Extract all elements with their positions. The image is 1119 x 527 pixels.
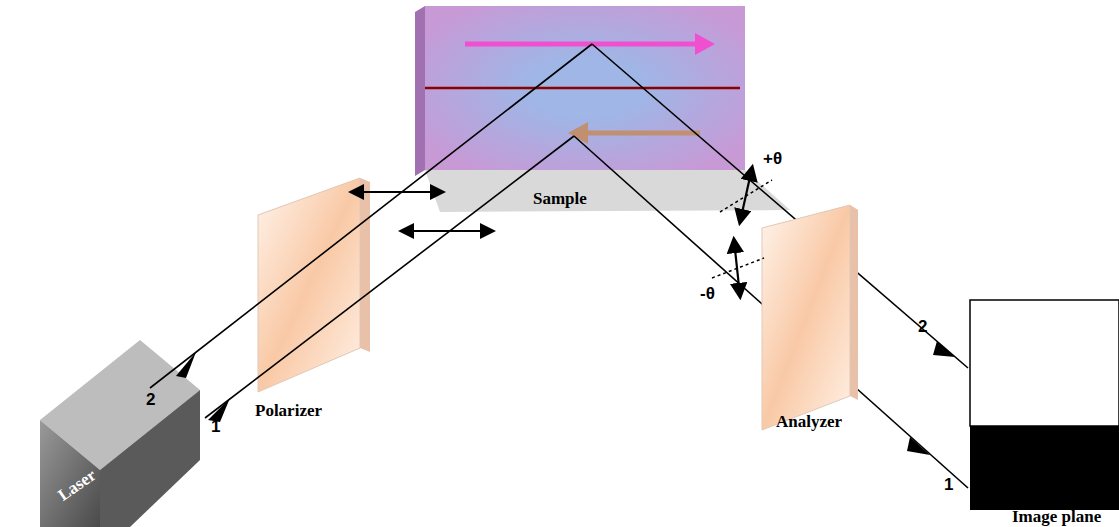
callout-number: 1 — [211, 418, 220, 435]
analyzer-plate — [762, 205, 858, 430]
rotated-polarization — [734, 240, 740, 296]
beam-arrow — [907, 437, 930, 455]
part-name: Image plane — [1012, 508, 1101, 525]
callout-number: 2 — [146, 391, 155, 408]
beam-arrow — [176, 352, 196, 378]
polarization-arrow — [352, 191, 442, 193]
callout-number: 2 — [918, 318, 927, 335]
light-beams — [150, 44, 968, 488]
beam-arrow — [933, 341, 955, 357]
part-name: Polarizer — [255, 402, 322, 419]
polarizer-plate — [258, 178, 370, 392]
image-plane — [970, 300, 1119, 510]
part-name: Sample — [533, 190, 587, 207]
polarization-arrow — [402, 230, 492, 232]
angle-label: -θ — [700, 285, 715, 302]
angle-label: +θ — [763, 150, 782, 167]
sample-slab — [415, 6, 790, 212]
rotated-polarization — [740, 168, 752, 222]
callout-number: 1 — [944, 476, 953, 493]
part-name: Analyzer — [776, 413, 842, 430]
